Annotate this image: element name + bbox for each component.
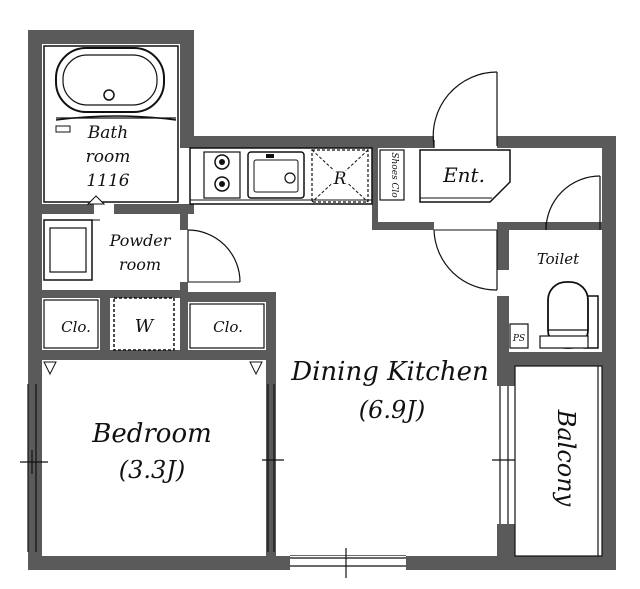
dining-kitchen [290,386,520,578]
bathtub [55,47,165,113]
bath-label-line2: room [86,147,131,167]
powder-label-line2: room [119,255,161,274]
interior-walls [42,148,602,560]
toilet [509,175,601,349]
pipe-space-label: PS [512,334,525,344]
stove-icon [203,151,241,199]
outer-walls [28,30,616,570]
dining-kitchen-size: (6.9J) [359,396,426,424]
shoes-closet-label: Shoes Clo [389,152,399,198]
drain-icon [103,89,115,101]
entrance-label: Ent. [442,163,485,187]
washer-space [113,297,175,351]
fridge-space [311,149,369,203]
bath-label-line3: 1116 [86,171,129,191]
entrance [379,71,511,291]
closet-right [189,303,265,349]
bedroom [20,384,284,552]
bedroom-name: Bedroom [91,419,212,449]
balcony [514,365,603,557]
balcony-label: Balcony [552,409,580,507]
closet-left-label: Clo. [61,318,91,336]
dining-kitchen-name: Dining Kitchen [290,357,489,387]
washbasin [43,219,93,281]
powder-room [43,219,241,283]
bathroom [43,45,179,205]
washer-label: W [135,316,155,337]
kitchen-counter [189,147,373,205]
powder-label-line1: Powder [109,231,172,250]
bath-label-line1: Bath [87,123,128,143]
sink-icon [247,151,305,199]
fridge-label: R [333,169,347,189]
pipe-space [509,323,529,349]
toilet-label: Toilet [537,250,580,268]
bedroom-size: (3.3J) [119,456,186,484]
shoes-closet [379,149,405,201]
closet-left [43,299,99,349]
faucet-icon [55,125,71,133]
closet-right-label: Clo. [213,318,243,336]
